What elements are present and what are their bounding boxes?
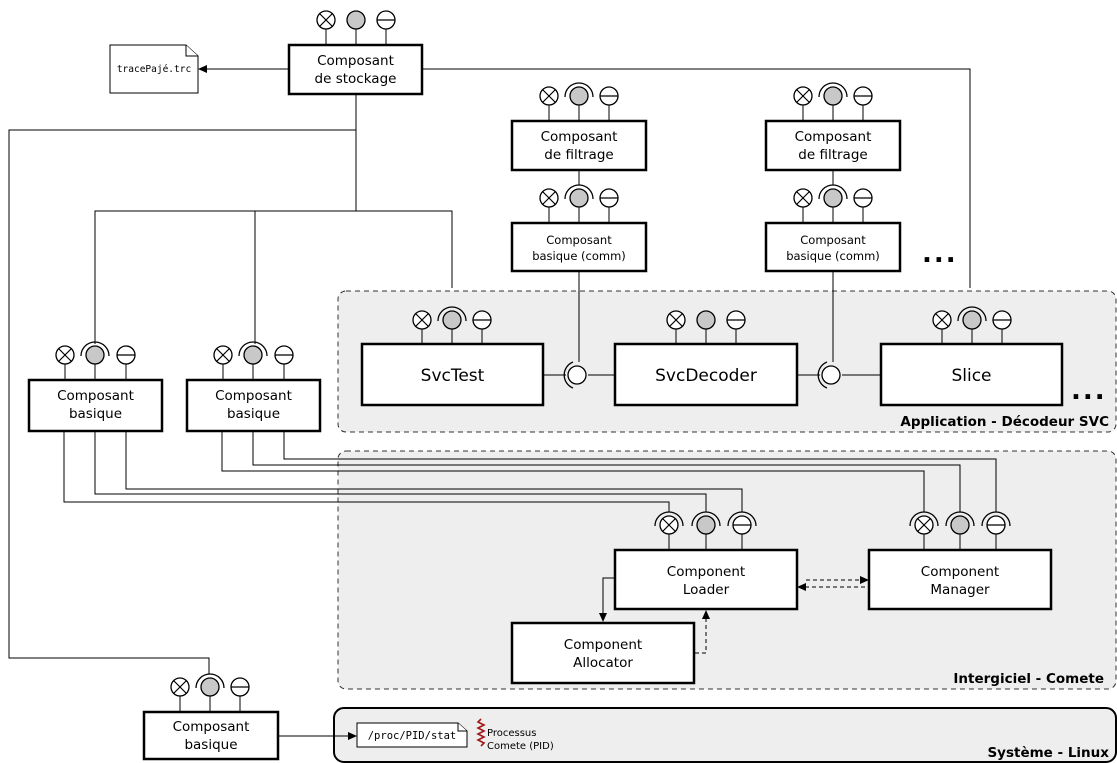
filter-component-1-line1: Composant (541, 129, 618, 145)
filter-component-2-line1: Composant (795, 129, 872, 145)
component-manager-line1: Component (921, 564, 999, 580)
basic-component-left-1: Composant basique (27, 378, 164, 433)
required-interface-icon (817, 361, 828, 389)
required-interface-icon (563, 361, 574, 389)
storage-component-line1: Composant (317, 53, 394, 69)
basic-component-bottom-line2: basique (184, 737, 237, 753)
socket-arc-icon (654, 511, 684, 527)
trace-file-name: tracePajé.trc (117, 64, 191, 75)
comm-component-1-line2: basique (comm) (532, 249, 626, 263)
data-port-icon (569, 188, 589, 208)
component-loader-line2: Loader (683, 582, 730, 598)
process-label-line2: Comete (PID) (487, 741, 554, 752)
comm-component-2-line2: basique (comm) (786, 249, 880, 263)
slice-label: Slice (951, 366, 991, 386)
filter-component-2: Composant de filtrage (764, 119, 902, 172)
basic-component-left-1-line2: basique (69, 406, 122, 422)
data-port-icon (85, 345, 105, 365)
socket-arc-icon (238, 341, 268, 357)
data-port-icon (243, 345, 263, 365)
provided-interface-icon (821, 365, 841, 385)
data-port-icon (346, 10, 366, 30)
comm-component-1: Composant basique (comm) (510, 221, 648, 273)
socket-arc-icon (80, 341, 110, 357)
component-loader-line1: Component (667, 564, 745, 580)
more-components-ellipsis: ... (922, 239, 958, 269)
socket-arc-icon (564, 184, 594, 200)
more-slices-ellipsis: ... (1071, 376, 1107, 406)
comm-component-2: Composant basique (comm) (764, 221, 902, 273)
region-system: Système - Linux (333, 707, 1117, 763)
basic-component-bottom-line1: Composant (173, 719, 250, 735)
storage-component: Composant de stockage (287, 43, 424, 96)
trace-file-icon: tracePajé.trc (109, 44, 199, 94)
basic-component-bottom: Composant basique (142, 710, 280, 761)
process-zigzag-icon (476, 718, 486, 747)
component-loader: Component Loader (613, 548, 799, 611)
basic-component-left-2-line2: basique (227, 406, 280, 422)
data-port-icon (442, 310, 462, 330)
socket-arc-icon (691, 511, 721, 527)
socket-arc-icon (195, 673, 225, 689)
region-system-label: Système - Linux (987, 745, 1109, 761)
region-middleware-label: Intergiciel - Comete (953, 671, 1104, 687)
connection-wires (8, 65, 997, 740)
socket-arc-icon (564, 82, 594, 98)
slice-component: Slice (879, 342, 1064, 407)
component-manager: Component Manager (867, 548, 1053, 611)
socket-arc-icon (437, 306, 467, 322)
comm-component-2-line1: Composant (800, 233, 866, 247)
basic-component-left-2: Composant basique (185, 378, 322, 433)
socket-arc-icon (981, 511, 1011, 527)
interface-ports (55, 10, 1012, 712)
data-port-icon (696, 515, 716, 535)
storage-component-line2: de stockage (315, 71, 397, 87)
socket-arc-icon (818, 184, 848, 200)
svcdecoder-component: SvcDecoder (613, 342, 799, 407)
data-port-icon (950, 515, 970, 535)
svctest-label: SvcTest (421, 366, 485, 386)
proc-stat-file-icon: /proc/PID/stat (356, 722, 468, 748)
middleware-wires (599, 576, 869, 654)
component-manager-line2: Manager (930, 582, 990, 598)
comm-component-1-line1: Composant (546, 233, 612, 247)
proc-stat-file-name: /proc/PID/stat (368, 730, 457, 742)
filter-component-1-line2: de filtrage (544, 147, 613, 163)
socket-arc-icon (818, 82, 848, 98)
component-allocator-line1: Component (564, 637, 642, 653)
filter-component-1: Composant de filtrage (510, 119, 648, 172)
data-port-icon (823, 86, 843, 106)
process-label-line1: Processus (487, 728, 536, 739)
socket-arc-icon (909, 511, 939, 527)
region-application-label: Application - Décodeur SVC (900, 414, 1109, 430)
provided-interface-icon (567, 365, 587, 385)
data-port-icon (569, 86, 589, 106)
svcdecoder-label: SvcDecoder (655, 366, 757, 386)
svctest-component: SvcTest (360, 342, 545, 407)
data-port-icon (823, 188, 843, 208)
data-port-icon (200, 677, 220, 697)
socket-arc-icon (957, 306, 987, 322)
component-allocator-line2: Allocator (573, 655, 633, 671)
data-port-icon (962, 310, 982, 330)
socket-arc-icon (727, 511, 757, 527)
basic-component-left-2-line1: Composant (215, 388, 292, 404)
basic-component-left-1-line1: Composant (57, 388, 134, 404)
process-indicator: Processus Comete (PID) (476, 718, 554, 752)
filter-component-2-line2: de filtrage (798, 147, 867, 163)
data-port-icon (696, 310, 716, 330)
component-allocator: Component Allocator (510, 621, 696, 685)
socket-arc-icon (945, 511, 975, 527)
